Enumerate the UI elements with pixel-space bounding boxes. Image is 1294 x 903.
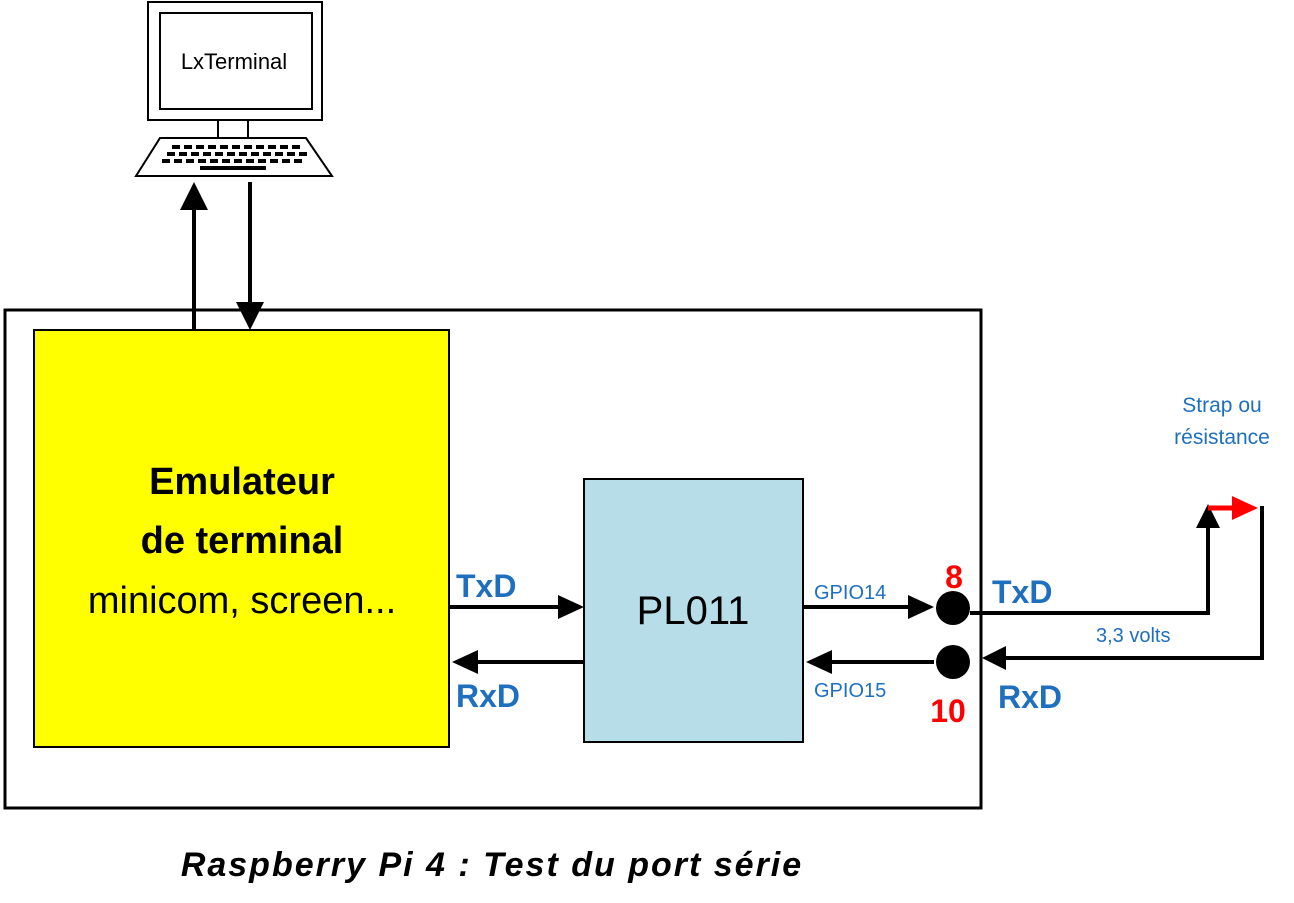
keyboard-keys — [162, 145, 307, 170]
txd-label-right: TxD — [992, 574, 1052, 610]
strap-label-line2: résistance — [1174, 426, 1270, 449]
rxd-label-right: RxD — [998, 679, 1062, 715]
emulator-examples: minicom, screen... — [88, 580, 396, 622]
txd-arrow-left — [449, 595, 584, 619]
emulator-title-line2: de terminal — [141, 520, 344, 562]
raspberry-pi-board — [3, 308, 983, 810]
gpio14-label: GPIO14 — [814, 582, 886, 604]
keyboard-base — [134, 137, 334, 177]
gpio15-label: GPIO15 — [814, 680, 886, 702]
pin-8-label: 8 — [945, 559, 963, 595]
computer-icon: LxTerminal — [134, 1, 334, 177]
rxd-arrow-left — [452, 650, 584, 674]
arrow-up-head — [180, 182, 208, 210]
monitor-neck — [217, 119, 249, 139]
strap-arrow — [1208, 496, 1258, 520]
emulator-title-line1: Emulateur — [149, 461, 335, 503]
pin-10-connector — [936, 645, 970, 679]
gpio14-arrow — [803, 595, 934, 619]
monitor-screen — [159, 12, 313, 110]
rxd-label-left: RxD — [456, 678, 520, 714]
terminal-emulator-box — [33, 329, 450, 748]
txd-label-left: TxD — [456, 568, 516, 604]
voltage-label: 3,3 volts — [1096, 625, 1170, 647]
arrow-down-head — [236, 302, 264, 330]
gpio15-arrow — [806, 650, 934, 674]
txd-external-wire — [970, 504, 1220, 615]
diagram-caption: Raspberry Pi 4 : Test du port série — [181, 846, 803, 884]
strap-label-line1: Strap ou — [1182, 394, 1261, 417]
pl011-label: PL011 — [637, 589, 750, 633]
pin-8-connector — [936, 591, 970, 625]
pl011-uart-box — [583, 478, 804, 743]
pin-10-label: 10 — [930, 693, 966, 729]
rxd-external-wire — [982, 506, 1264, 670]
computer-link-arrows — [180, 182, 264, 330]
screen-label: LxTerminal — [181, 49, 287, 74]
